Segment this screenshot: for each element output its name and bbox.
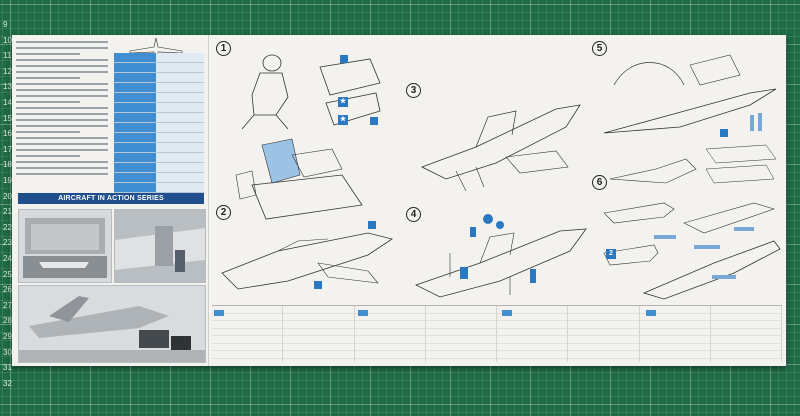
decal-marker-icon: ★ xyxy=(338,115,348,125)
step-1-seat-tub-drawing xyxy=(222,135,390,225)
ruler-number: 13 xyxy=(3,82,12,92)
step-number-5: 5 xyxy=(592,41,607,56)
step-5-detail-drawing xyxy=(606,139,782,193)
ruler-number: 29 xyxy=(3,332,12,341)
step-4-landing-gear-drawing xyxy=(410,207,590,303)
step-3-airframe-drawing xyxy=(416,87,586,195)
step-6-weapons-drawing xyxy=(594,183,782,303)
ruler-number: 10 xyxy=(3,35,12,45)
ruler-number: 14 xyxy=(3,98,12,107)
step-2-fuselage-drawing xyxy=(218,211,396,303)
ruler-number: 22 xyxy=(3,222,12,232)
ruler-number: 25 xyxy=(3,269,12,279)
ruler-number: 32 xyxy=(3,378,12,388)
instruction-sheet: AIRCRAFT IN ACTION SERIES 1 xyxy=(12,35,786,366)
ruler-number: 9 xyxy=(3,20,8,29)
ruler-number: 20 xyxy=(3,191,12,201)
step-number-6: 6 xyxy=(592,175,607,190)
ruler-number: 26 xyxy=(3,285,12,295)
paint-color-table xyxy=(212,305,782,362)
ruler-number: 15 xyxy=(3,113,12,123)
step-1-cockpit-drawing xyxy=(230,45,392,133)
diorama-photo-hangar xyxy=(18,209,112,283)
ruler-number: 31 xyxy=(3,363,12,373)
decal-marker-icon: 2 xyxy=(606,249,616,259)
ruler-number: 18 xyxy=(3,160,12,170)
ruler-number: 30 xyxy=(3,347,12,357)
ruler-number: 17 xyxy=(3,144,12,154)
diorama-photo-ground-crew xyxy=(18,285,206,363)
decal-marker-icon: ★ xyxy=(338,97,348,107)
ruler-number: 21 xyxy=(3,207,12,217)
step-number-2: 2 xyxy=(216,205,231,220)
step-5-canopy-drawing xyxy=(600,45,780,141)
ruler-number: 11 xyxy=(3,51,12,61)
ruler-number: 16 xyxy=(3,129,12,139)
ruler-number: 24 xyxy=(3,254,12,263)
step-number-1: 1 xyxy=(216,41,231,56)
ruler-number: 12 xyxy=(3,66,12,76)
ruler-number: 28 xyxy=(3,316,12,326)
decal-weapons-table xyxy=(114,53,204,193)
ruler-number: 27 xyxy=(3,300,12,310)
series-banner: AIRCRAFT IN ACTION SERIES xyxy=(18,193,204,204)
intro-text-block xyxy=(16,41,108,179)
ruler-number: 19 xyxy=(3,176,12,185)
pilot-boarding-photo xyxy=(114,209,206,283)
column-divider xyxy=(208,35,209,366)
ruler-number: 23 xyxy=(3,238,12,248)
step-number-4: 4 xyxy=(406,207,421,222)
step-number-3: 3 xyxy=(406,83,421,98)
